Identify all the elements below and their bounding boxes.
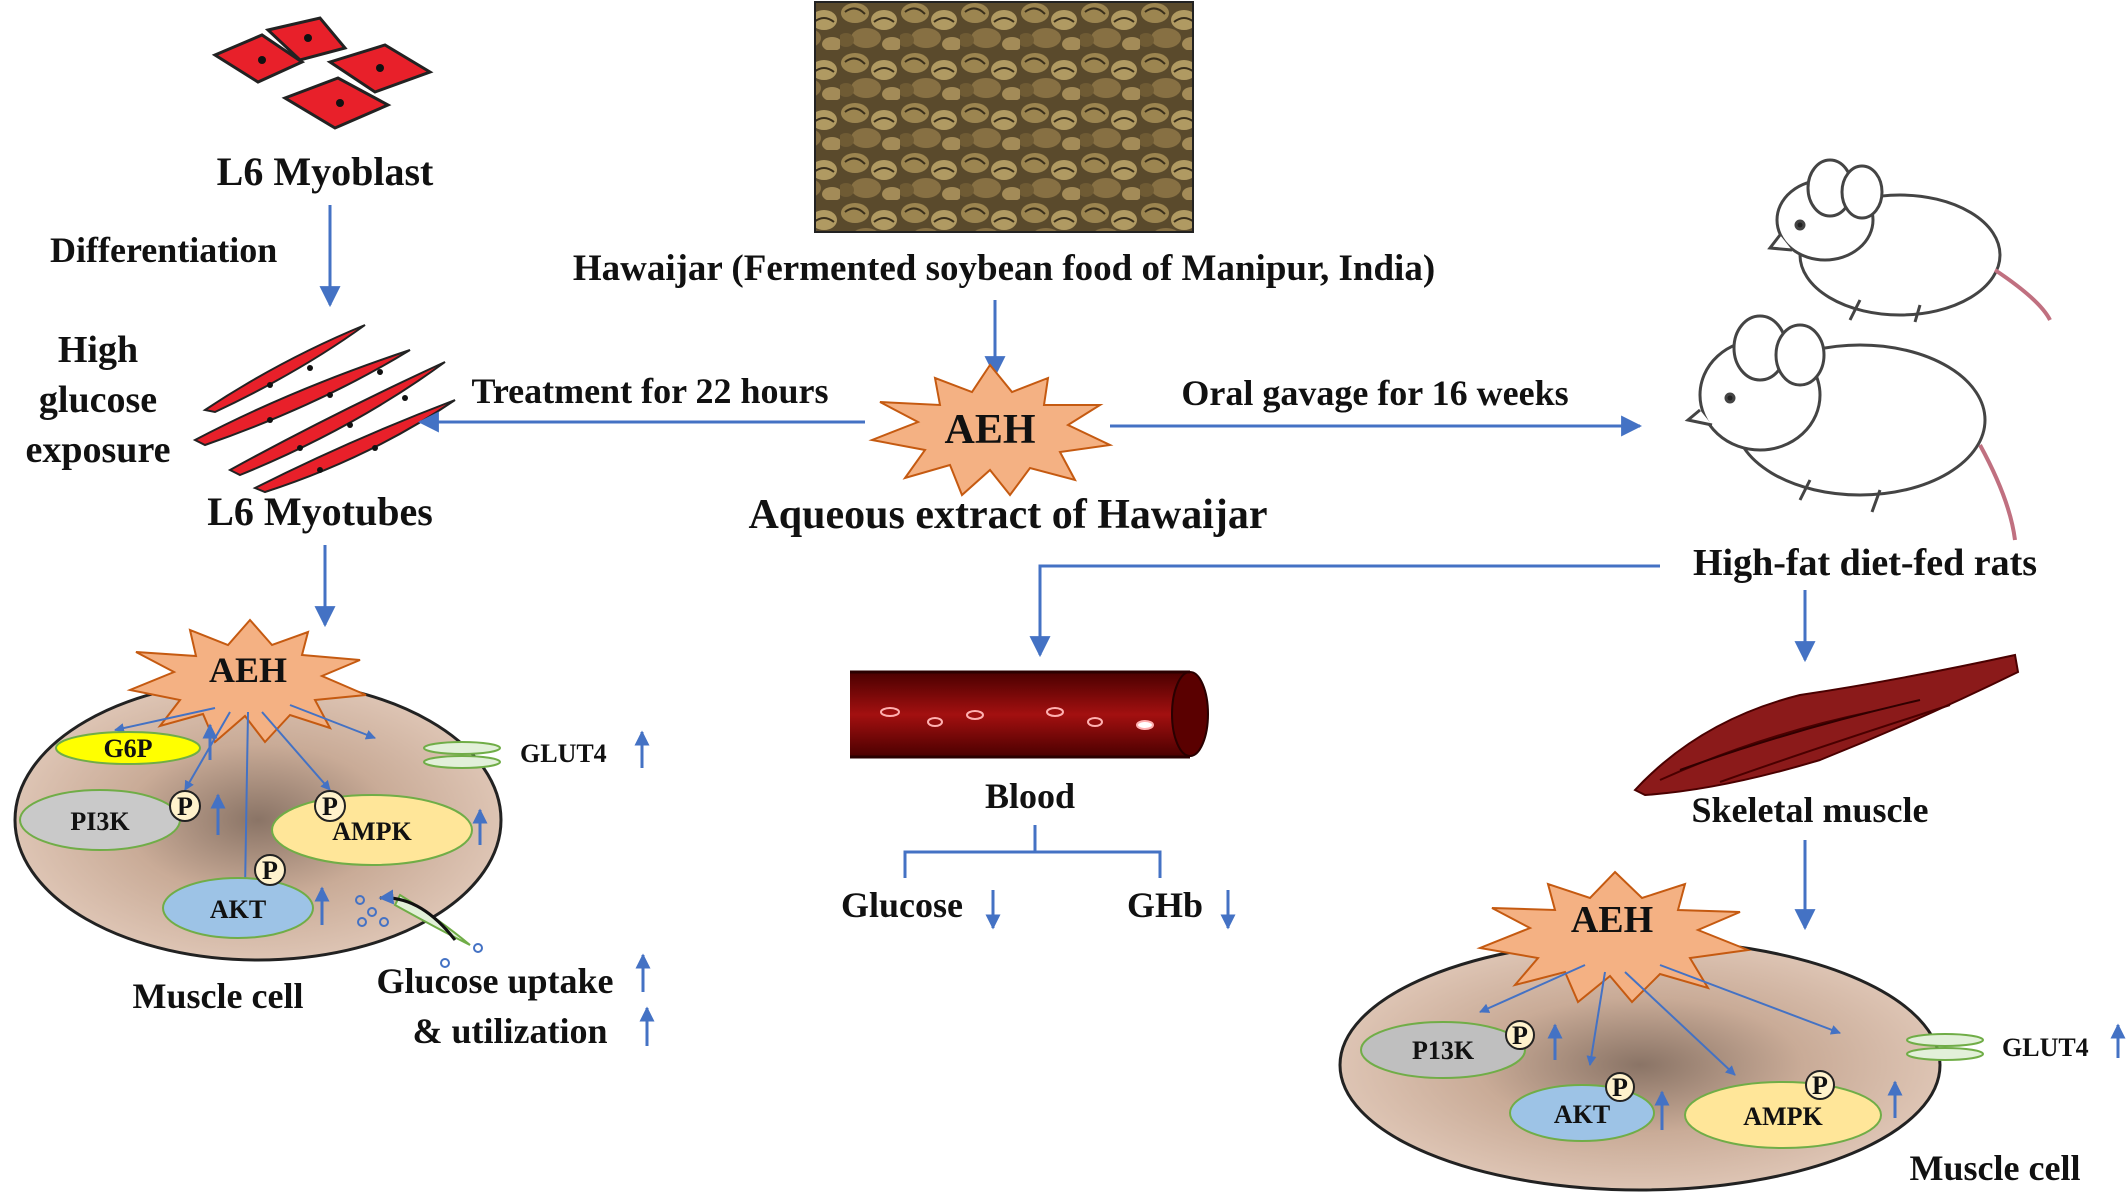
ampk-phospho-badge	[314, 790, 346, 822]
svg-text:P: P	[1512, 1021, 1528, 1050]
skeletal-muscle-label: Skeletal muscle	[1692, 790, 1929, 830]
svg-text:P: P	[1612, 1073, 1628, 1102]
p13k-label: P13K	[1412, 1036, 1475, 1065]
svg-text:P: P	[322, 792, 338, 821]
g6p-label: G6P	[103, 734, 152, 763]
rat-icon-bottom	[1684, 314, 2017, 541]
utilization-label: & utilization	[413, 1011, 608, 1051]
ampk-right-label: AMPK	[1743, 1102, 1823, 1131]
glut4-transporter-icon	[423, 741, 501, 769]
akt-right-label: AKT	[1554, 1100, 1610, 1129]
glut4-left-label: GLUT4	[520, 739, 607, 768]
aeh-left-label: AEH	[209, 650, 287, 690]
blood-branch-right	[1035, 850, 1162, 878]
svg-text:P: P	[177, 792, 193, 821]
aeh-center-label: AEH	[944, 407, 1035, 453]
glut4-right-label: GLUT4	[2002, 1033, 2089, 1062]
pi3k-phospho-badge	[169, 790, 201, 822]
blood-label: Blood	[985, 776, 1075, 816]
hfd-rats-label: High-fat diet-fed rats	[1693, 542, 2037, 584]
aqueous-extract-label: Aqueous extract of Hawaijar	[748, 492, 1267, 538]
left-muscle-cell: AEH G6P PI3K P AMPK P AKT P	[13, 618, 650, 968]
l6-myotubes-label: L6 Myotubes	[207, 489, 433, 534]
aeh-center-starburst-icon	[868, 363, 1114, 497]
differentiation-label: Differentiation	[50, 230, 277, 270]
akt-phospho-badge	[254, 854, 286, 886]
akt-label: AKT	[210, 895, 266, 924]
ampk-label: AMPK	[332, 817, 412, 846]
treatment-label: Treatment for 22 hours	[472, 371, 829, 411]
right-muscle-cell: AEH P13K P AKT P AMPK P GLUT4	[1338, 870, 2126, 1192]
akt-right-phospho-badge	[1605, 1072, 1635, 1102]
exposure-label: exposure	[26, 429, 171, 471]
ampk-right-node	[1684, 1081, 1882, 1149]
akt-node	[162, 877, 314, 939]
blood-vessel-icon	[850, 670, 1209, 759]
ampk-right-phospho-badge	[1805, 1070, 1835, 1100]
glucose-label: glucose	[39, 379, 157, 421]
svg-text:P: P	[1812, 1071, 1828, 1100]
ghb-label: GHb	[1127, 885, 1203, 925]
aeh-right-starburst-icon	[1476, 870, 1752, 1004]
p13k-phospho-badge	[1505, 1020, 1535, 1050]
p13k-node	[1360, 1021, 1526, 1079]
rats-to-blood-arrow	[1029, 564, 1660, 658]
skeletal-muscle-icon	[1633, 653, 2020, 797]
rat-icon-top	[1767, 158, 2052, 323]
myotube-cells-icon	[192, 324, 456, 494]
pi3k-label: PI3K	[70, 807, 130, 836]
right-muscle-cell-label: Muscle cell	[1910, 1148, 2081, 1188]
myoblast-cells-icon	[211, 16, 434, 130]
glut4-right-transporter-icon	[1906, 1033, 1984, 1061]
glucose-uptake-label: Glucose uptake	[376, 961, 613, 1001]
g6p-node	[55, 731, 201, 765]
high-label: High	[58, 329, 138, 371]
blood-branch-left	[903, 825, 1037, 878]
l6-myoblast-label: L6 Myoblast	[217, 149, 434, 194]
glucose-out-label: Glucose	[841, 885, 963, 925]
svg-text:P: P	[262, 856, 278, 885]
left-muscle-cell-label: Muscle cell	[133, 976, 304, 1016]
oral-gavage-label: Oral gavage for 16 weeks	[1181, 373, 1568, 413]
aeh-right-label: AEH	[1571, 899, 1653, 941]
hawaijar-caption: Hawaijar (Fermented soybean food of Mani…	[573, 248, 1435, 289]
soybean-photo	[814, 1, 1194, 233]
